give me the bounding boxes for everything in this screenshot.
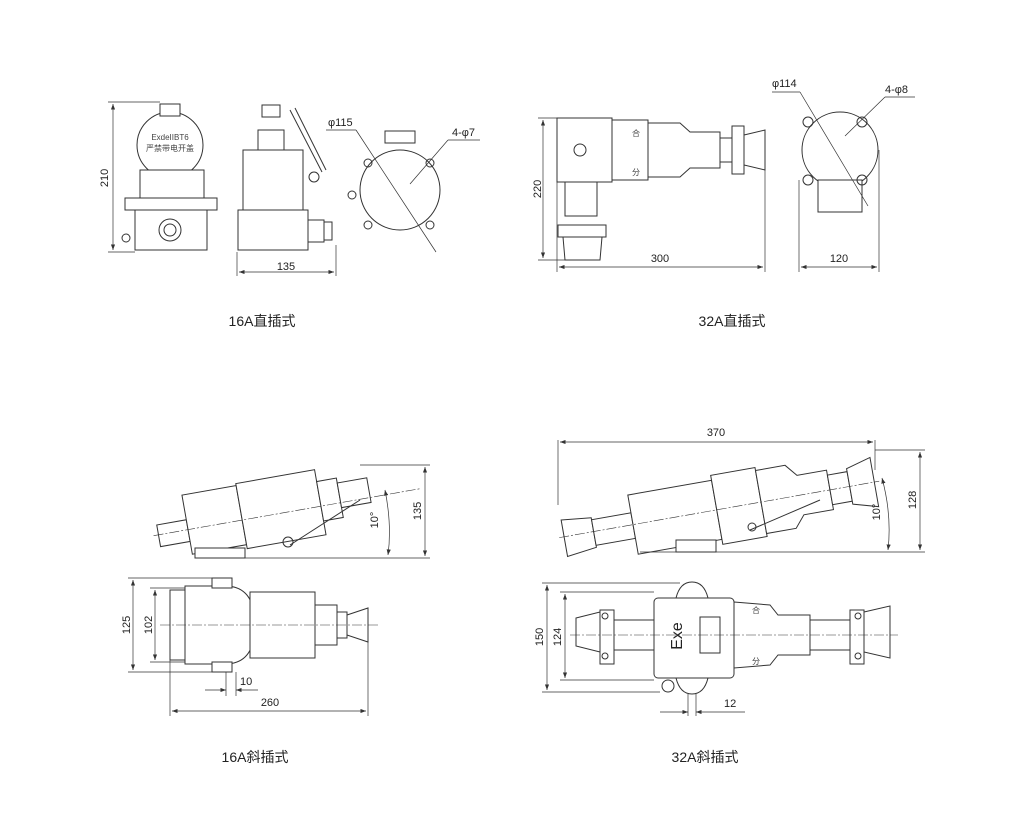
dim-inner: 124 xyxy=(552,628,564,646)
side-view: 135 xyxy=(236,104,337,276)
mark-on: 合 xyxy=(632,128,640,138)
dim-outer: 150 xyxy=(534,628,546,646)
dim-circle: φ114 xyxy=(772,78,797,90)
dim-offset: 12 xyxy=(724,698,736,710)
caption-16a-angled: 16A斜插式 xyxy=(222,749,289,765)
view-32a-angled: 370 128 10° xyxy=(534,427,925,765)
dim-inner: 102 xyxy=(143,616,155,634)
mark-off: 分 xyxy=(632,168,640,177)
exe-label: Exe xyxy=(669,622,686,650)
dim-outer: 125 xyxy=(121,616,133,634)
view-32a-straight: 合 分 220 300 φ114 4-φ8 120 32A直插式 xyxy=(532,78,915,329)
dim-offset: 10 xyxy=(240,676,252,688)
nameplate-line1: ExdeIIBT6 xyxy=(151,133,189,142)
mark-off: 分 xyxy=(752,657,760,666)
dim-holes: 4-φ8 xyxy=(885,84,908,96)
plan-view: 125 102 10 260 xyxy=(121,577,380,716)
dim-angle: 10° xyxy=(871,504,883,521)
dim-height: 210 xyxy=(99,169,111,187)
elevation-view xyxy=(153,469,420,555)
dim-height: 128 xyxy=(907,491,919,509)
dim-width: 135 xyxy=(277,261,295,273)
plan-view: Exe 合 分 150 124 12 xyxy=(534,581,898,716)
dim-holes: 4-φ7 xyxy=(452,127,475,139)
dim-height: 220 xyxy=(532,180,544,198)
dim-length: 260 xyxy=(261,697,279,709)
caption-32a-straight: 32A直插式 xyxy=(699,313,766,329)
mark-on: 合 xyxy=(752,605,760,615)
front-view: 合 分 220 300 xyxy=(532,117,766,272)
view-16a-angled: 135 10° 125 102 10 260 16A斜插式 xyxy=(121,464,430,765)
dim-circle: φ115 xyxy=(328,117,353,129)
dim-height: 135 xyxy=(412,502,424,520)
elevation-view xyxy=(559,456,880,558)
side-view: φ114 4-φ8 120 xyxy=(772,78,915,272)
caption-32a-angled: 32A斜插式 xyxy=(672,749,739,765)
nameplate-line2: 严禁带电开盖 xyxy=(146,143,194,153)
caption-16a-straight: 16A直插式 xyxy=(229,313,296,329)
dim-width: 300 xyxy=(651,253,669,265)
dim-side-width: 120 xyxy=(830,253,848,265)
top-view: φ115 4-φ7 xyxy=(326,117,480,253)
dim-length: 370 xyxy=(707,427,725,439)
view-16a-straight: ExdeIIBT6 严禁带电开盖 210 135 xyxy=(99,101,480,329)
front-view: ExdeIIBT6 严禁带电开盖 210 xyxy=(99,101,218,253)
dim-angle: 10° xyxy=(369,512,381,529)
